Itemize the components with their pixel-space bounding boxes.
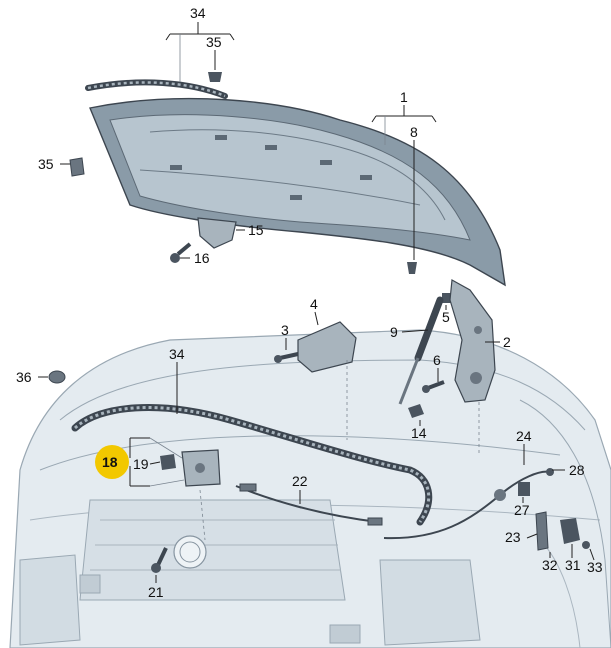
bolt-14 [408, 404, 424, 418]
bolt-4 [274, 352, 299, 363]
gas-strut [398, 296, 444, 405]
callout-19: 19 [133, 456, 149, 472]
callout-22: 22 [292, 473, 308, 489]
bump-stop-45 [48, 370, 66, 384]
bolt-21 [151, 547, 168, 573]
callout-2: 2 [503, 334, 511, 350]
callout-5: 5 [442, 309, 450, 325]
callout-8: 8 [410, 124, 418, 140]
callout-4: 3 [281, 322, 289, 338]
callout-28: 28 [569, 462, 585, 478]
bracket-3 [297, 321, 357, 373]
callout-27: 27 [514, 502, 530, 518]
release-cable-front [383, 470, 551, 540]
callout-15: 15 [248, 222, 264, 238]
callout-16: 16 [194, 250, 210, 266]
callout-35: 35 [206, 34, 222, 50]
release-handle [535, 511, 549, 551]
callout-24: 24 [516, 428, 532, 444]
leader-lines [38, 22, 595, 583]
bolt-16 [170, 242, 192, 263]
callout-6: 6 [433, 352, 441, 368]
lock-striker [197, 217, 237, 249]
callout-9: 9 [390, 324, 398, 340]
callout-18: 18 [102, 454, 118, 470]
seal-clip [208, 72, 222, 82]
strut-ball-stud [407, 262, 417, 274]
bolt-6 [422, 380, 445, 393]
callout-36: 34 [169, 346, 185, 362]
hood-seal [85, 79, 228, 99]
hood-panel [89, 97, 506, 287]
callout-44: 35 [38, 156, 54, 172]
contact-switch [160, 454, 176, 470]
hood-hinge [449, 279, 496, 403]
bump-stop-left [69, 157, 85, 177]
callout-14: 14 [411, 425, 427, 441]
callout-21: 21 [148, 584, 164, 600]
callout-3: 4 [310, 296, 318, 312]
highlight-marker [95, 445, 129, 479]
callout-23: 23 [505, 529, 521, 545]
callout-31: 31 [565, 557, 581, 573]
callout-34: 34 [190, 5, 206, 21]
callout-33: 33 [587, 559, 603, 575]
callout-1: 1 [400, 89, 408, 105]
clip-5 [442, 293, 452, 303]
bolt-33 [582, 541, 590, 549]
cable-clip [518, 482, 530, 496]
callout-labels: 34 35 1 8 35 15 16 5 4 2 9 3 6 14 34 36 … [16, 5, 603, 600]
handle-bracket [560, 518, 580, 544]
callout-32: 32 [542, 557, 558, 573]
callout-45: 36 [16, 369, 32, 385]
